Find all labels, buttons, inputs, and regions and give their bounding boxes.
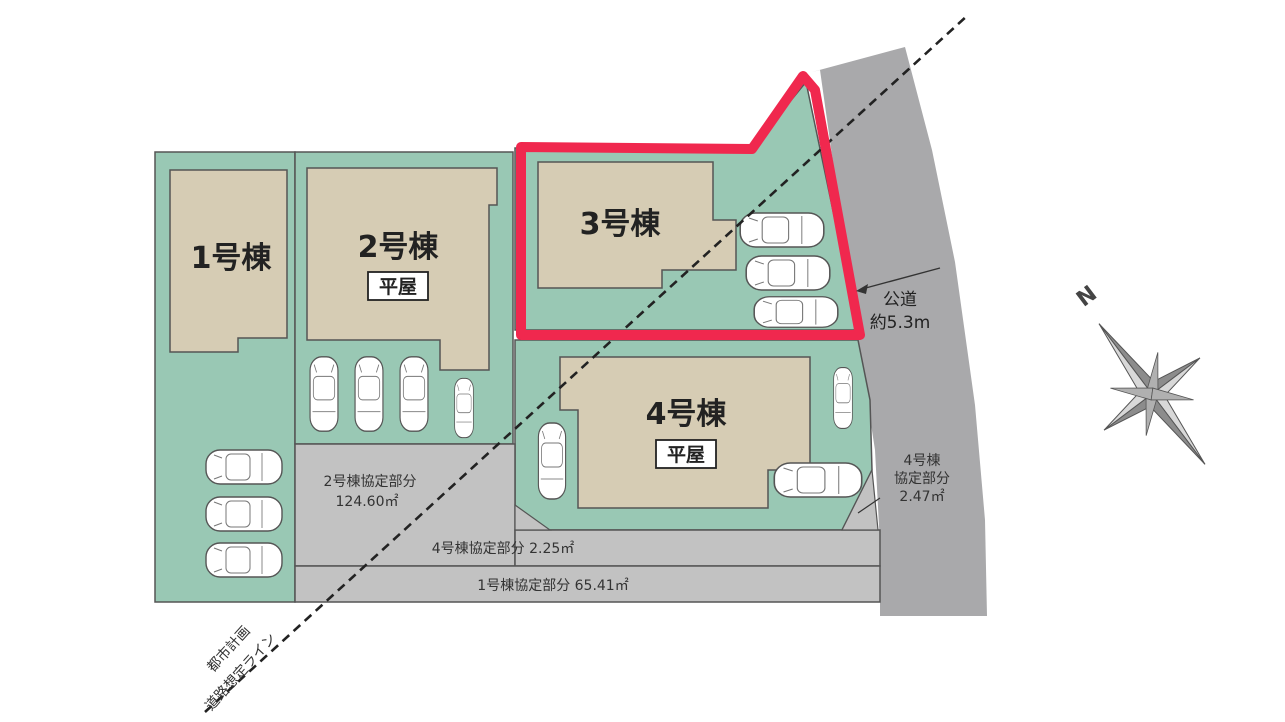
road-arrow-head [856, 284, 868, 294]
city-plan-road-line [204, 14, 969, 713]
car [739, 212, 825, 248]
shared-strip-4 [514, 529, 881, 567]
shared-strip-1-label: 1号棟協定部分 65.41㎡ [477, 578, 628, 594]
car [399, 356, 429, 432]
building-4 [559, 356, 811, 509]
road-label: 公道 [883, 290, 917, 310]
car [354, 356, 384, 432]
building-2-tag: 平屋 [379, 276, 417, 298]
car [454, 377, 474, 439]
shared-strip-4-label: 4号棟協定部分 2.25㎡ [432, 541, 575, 557]
building-1 [169, 169, 288, 353]
road-width: 約5.3m [870, 313, 931, 333]
shared-corner-4-label: 4号棟 [904, 453, 941, 469]
shared-area-2-size: 124.60㎡ [336, 494, 399, 510]
building-3-label: 3号棟 [580, 207, 662, 242]
compass-label: N [1072, 281, 1102, 312]
car [745, 255, 831, 291]
car [205, 449, 283, 485]
building-2-tag-box [367, 271, 429, 301]
building-4-label: 4号棟 [646, 397, 728, 432]
lot-3-highlight [516, 71, 865, 340]
car [309, 356, 339, 432]
shared-corner-4-size: 2.47㎡ [899, 489, 944, 505]
building-4-tag-box [655, 439, 717, 469]
building-1-label: 1号棟 [191, 241, 273, 276]
building-2 [306, 167, 498, 371]
car [833, 367, 853, 429]
car [753, 295, 839, 329]
shared-area-2-label: 2号棟協定部分 [324, 474, 417, 490]
area-4-pointer [857, 497, 881, 514]
car [537, 422, 567, 500]
road-arrow [861, 267, 941, 290]
shared-corner-4-left [514, 503, 552, 531]
shared-corner-4-right [841, 467, 879, 531]
building-3 [537, 161, 737, 289]
shared-corner-4-label-2: 協定部分 [894, 471, 950, 487]
car [205, 496, 283, 532]
building-4-tag: 平屋 [667, 444, 705, 466]
car [205, 542, 283, 578]
shared-strip-1 [294, 565, 881, 603]
public-road [812, 47, 987, 616]
car [773, 462, 863, 498]
compass-icon [1098, 323, 1206, 465]
building-2-label: 2号棟 [358, 230, 440, 265]
shared-area-2 [294, 443, 516, 567]
